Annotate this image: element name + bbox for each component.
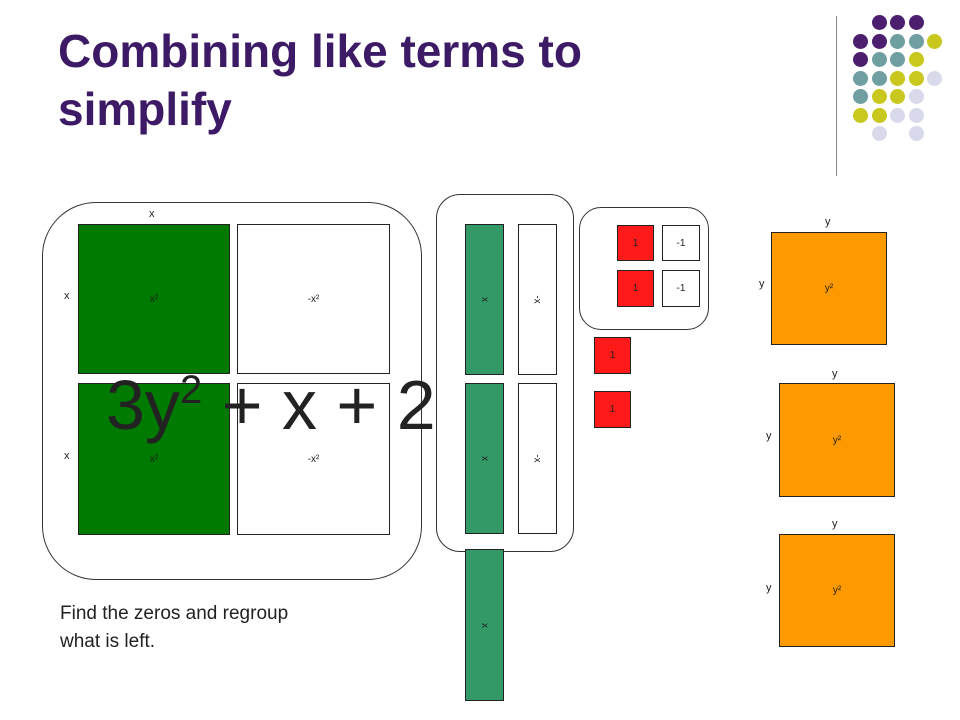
decorative-dot (871, 33, 887, 49)
expression-exponent: 2 (179, 368, 203, 412)
tile-label: y² (832, 585, 842, 596)
decorative-dot (871, 126, 887, 141)
tile-label: -1 (676, 237, 686, 249)
y-dimension: y (766, 430, 772, 442)
negative-unit-tile[interactable]: -1 (662, 225, 700, 261)
tile-label: x² (149, 293, 159, 305)
decorative-dot (890, 70, 905, 86)
decorative-dot (871, 52, 887, 67)
negative-unit-tile[interactable]: -1 (662, 270, 700, 307)
decorative-dot (890, 89, 905, 104)
y-dimension: y (825, 216, 831, 228)
unit-group-box (579, 207, 709, 330)
decorative-dot (908, 33, 924, 49)
negative-x-squared-tile[interactable]: -x² (237, 224, 390, 374)
instruction-line-2: what is left. (60, 631, 156, 652)
decorative-dot (871, 15, 887, 30)
y-squared-tile[interactable]: y² (779, 383, 895, 497)
x-tile[interactable]: x (465, 383, 504, 534)
decorative-dot (927, 33, 942, 49)
slide-title: Combining like terms to simplify (58, 22, 778, 138)
x-row2-dimension: x (64, 450, 70, 462)
title-line-2: simplify (58, 83, 232, 135)
instruction-line-1: Find the zeros and regroup (60, 603, 289, 624)
x-row1-dimension: x (64, 290, 70, 302)
tile-label: 1 (609, 404, 616, 415)
y-squared-tile[interactable]: y² (771, 232, 887, 345)
decorative-dot (871, 70, 887, 86)
expression-base: 3y (106, 366, 180, 444)
decorative-dot (908, 52, 924, 67)
tile-label: 1 (632, 283, 639, 294)
decorative-dot (853, 70, 868, 86)
unit-tile[interactable]: 1 (617, 270, 654, 307)
decorative-dot (908, 15, 924, 30)
negative-x-tile[interactable]: -x (518, 224, 557, 375)
decorative-dot (908, 89, 924, 104)
tile-label: -x (532, 295, 543, 304)
tile-label: -x² (307, 453, 320, 465)
y-dimension: y (832, 518, 838, 530)
instruction-text: Find the zeros and regroup what is left. (60, 600, 380, 656)
x-group-box (436, 194, 574, 552)
simplified-expression: 3y2 + x + 2 (106, 362, 436, 448)
tile-label: x (479, 297, 490, 302)
decorative-dot (890, 15, 905, 30)
decorative-dot (890, 52, 905, 67)
x-squared-group-box (42, 202, 422, 580)
unit-tile[interactable]: 1 (617, 225, 654, 261)
decorative-dot (927, 70, 942, 86)
remaining-unit-tile[interactable]: 1 (594, 337, 631, 374)
title-line-1: Combining like terms to (58, 25, 582, 77)
tile-label: -x (532, 454, 543, 463)
decorative-dot (890, 33, 905, 49)
tile-label: -1 (676, 283, 686, 294)
divider-line (836, 16, 837, 176)
decorative-dot (908, 126, 924, 141)
y-dimension: y (832, 368, 838, 380)
tile-label: x² (149, 453, 159, 465)
y-dimension: y (759, 278, 765, 290)
decorative-dot (871, 107, 887, 123)
tile-label: y² (832, 434, 842, 446)
tile-label: 1 (609, 350, 616, 361)
x-squared-tile[interactable]: x² (78, 383, 230, 535)
decorative-dot (908, 107, 924, 123)
y-dimension: y (766, 582, 772, 594)
x-top-dimension: x (149, 208, 155, 220)
decorative-dot (853, 52, 868, 67)
negative-x-tile[interactable]: -x (518, 383, 557, 534)
expression-rest: + x + 2 (202, 366, 436, 444)
tile-label: x (479, 622, 490, 628)
tile-label: y² (824, 283, 834, 294)
decorative-dot (871, 89, 887, 104)
remaining-unit-tile[interactable]: 1 (594, 391, 631, 428)
decorative-dot (853, 33, 868, 49)
decorative-dot (890, 107, 905, 123)
negative-x-squared-tile[interactable]: -x² (237, 383, 390, 535)
tile-label: 1 (632, 237, 639, 249)
remaining-x-tile[interactable]: x (465, 549, 504, 701)
x-squared-tile[interactable]: x² (78, 224, 230, 374)
decorative-dot (853, 89, 868, 104)
y-squared-tile[interactable]: y² (779, 534, 895, 647)
decorative-dot (908, 70, 924, 86)
tile-label: -x² (307, 293, 320, 305)
tile-label: x (479, 456, 490, 461)
x-tile[interactable]: x (465, 224, 504, 375)
decorative-dot (853, 107, 868, 123)
